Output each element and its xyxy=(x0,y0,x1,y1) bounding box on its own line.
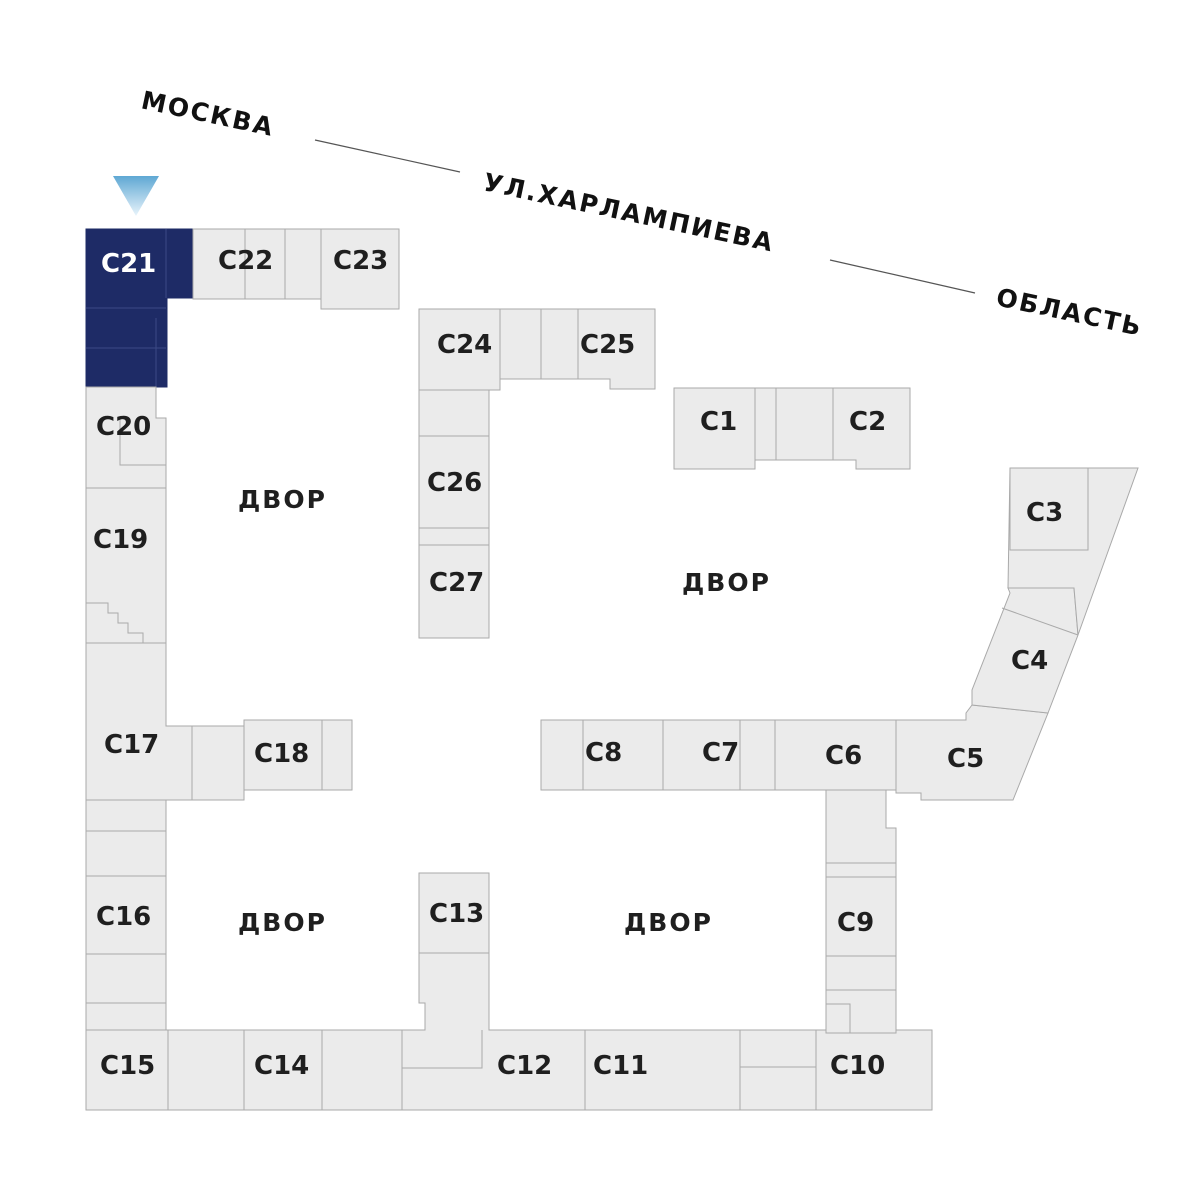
unit-c15[interactable]: С15 xyxy=(85,1029,169,1111)
unit-c25[interactable]: С25 xyxy=(540,308,656,390)
unit-c23[interactable]: С23 xyxy=(320,228,400,310)
unit-c4[interactable]: С4 xyxy=(971,587,1079,714)
unit-c1[interactable]: С1 xyxy=(673,387,777,470)
unit-label-c13: С13 xyxy=(429,899,484,929)
street-label-moscow: МОСКВА xyxy=(139,86,277,143)
unit-label-c22: С22 xyxy=(218,246,273,276)
street-label-name: УЛ.ХАРЛАМПИЕВА xyxy=(481,168,777,258)
unit-label-c12: С12 xyxy=(497,1051,552,1081)
unit-label-c15: С15 xyxy=(100,1051,155,1081)
courtyard-label: ДВОР xyxy=(238,485,327,514)
unit-label-c5: С5 xyxy=(947,744,984,774)
unit-c14[interactable]: С14 xyxy=(167,1029,403,1111)
unit-c11[interactable]: С11 xyxy=(584,1029,817,1111)
unit-c22[interactable]: С22 xyxy=(192,228,322,300)
unit-label-c26: С26 xyxy=(427,468,482,498)
unit-c24[interactable]: С24 xyxy=(418,308,542,437)
unit-c8[interactable]: С8 xyxy=(540,719,664,791)
unit-c5[interactable]: С5 xyxy=(895,704,1049,801)
unit-c26[interactable]: С26 xyxy=(418,435,490,546)
unit-c16[interactable]: С16 xyxy=(85,799,167,1031)
unit-c6[interactable]: С6 xyxy=(774,719,897,791)
unit-c20[interactable]: С20 xyxy=(85,386,167,489)
courtyard-label: ДВОР xyxy=(238,908,327,937)
location-marker-triangle-icon xyxy=(113,176,159,216)
unit-c17[interactable]: С17 xyxy=(85,642,245,801)
unit-c19[interactable]: С19 xyxy=(85,487,167,644)
unit-label-c23: С23 xyxy=(333,246,388,276)
unit-label-c18: С18 xyxy=(254,739,309,769)
street-line xyxy=(829,259,976,294)
unit-label-c8: С8 xyxy=(585,738,622,768)
unit-label-c4: С4 xyxy=(1011,646,1048,676)
unit-label-c2: С2 xyxy=(849,407,886,437)
street-label-region: ОБЛАСТЬ xyxy=(994,283,1146,342)
unit-label-c24: С24 xyxy=(437,330,492,360)
unit-label-c17: С17 xyxy=(104,730,159,760)
courtyard-label: ДВОР xyxy=(682,568,771,597)
unit-label-c11: С11 xyxy=(593,1051,648,1081)
unit-label-c21: С21 xyxy=(101,249,156,279)
unit-label-c19: С19 xyxy=(93,525,148,555)
unit-c9[interactable]: С9 xyxy=(825,789,897,1034)
unit-label-c25: С25 xyxy=(580,330,635,360)
unit-label-c3: С3 xyxy=(1026,498,1063,528)
unit-c18[interactable]: С18 xyxy=(243,719,353,791)
unit-label-c10: С10 xyxy=(830,1051,885,1081)
unit-label-c6: С6 xyxy=(825,741,862,771)
unit-label-c16: С16 xyxy=(96,902,151,932)
street-line xyxy=(314,139,461,173)
unit-label-c7: С7 xyxy=(702,738,739,768)
unit-c27[interactable]: С27 xyxy=(418,544,490,639)
unit-label-c20: С20 xyxy=(96,412,151,442)
unit-label-c14: С14 xyxy=(254,1051,309,1081)
unit-label-c1: С1 xyxy=(700,407,737,437)
unit-c13[interactable]: С13 xyxy=(418,872,490,954)
unit-c3[interactable]: С3 xyxy=(1007,467,1139,636)
unit-label-c27: С27 xyxy=(429,568,484,598)
unit-label-c9: С9 xyxy=(837,908,874,938)
unit-c2[interactable]: С2 xyxy=(775,387,911,470)
unit-c21[interactable]: С21 xyxy=(85,228,194,388)
courtyard-label: ДВОР xyxy=(624,908,713,937)
unit-c12[interactable]: С12 xyxy=(401,952,586,1111)
unit-c7[interactable]: С7 xyxy=(662,719,776,791)
unit-c10[interactable]: С10 xyxy=(815,1029,933,1111)
